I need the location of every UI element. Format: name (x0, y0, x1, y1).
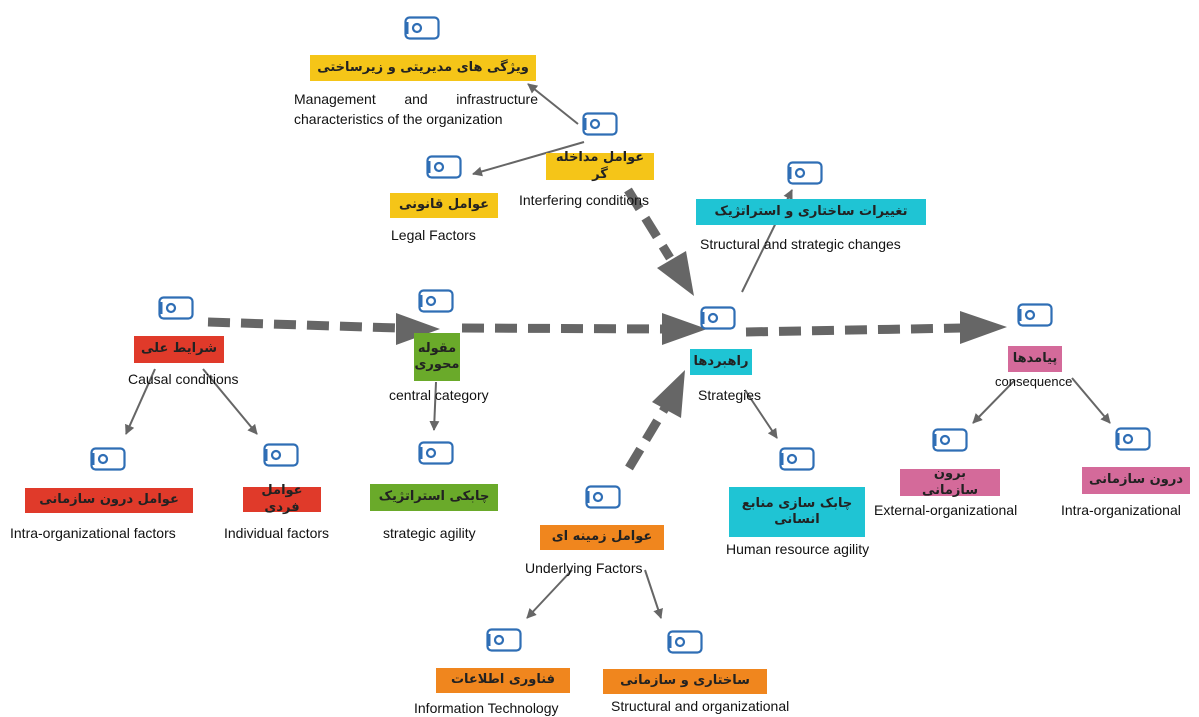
structural-org-english-label: Structural and organizational (611, 698, 790, 714)
underlying-english-label: Underlying Factors (525, 560, 643, 576)
structural-changes-persian-label[interactable]: تغییرات ساختاری و استراتژیک (696, 199, 926, 225)
management-english-line2: characteristics of the organization (294, 111, 503, 127)
node-memo-icon[interactable] (585, 485, 621, 509)
node-memo-icon[interactable] (700, 306, 736, 330)
edge-underlying-to-structural-org (644, 569, 663, 619)
node-memo-icon[interactable] (787, 161, 823, 185)
edge-causal-to-individual (202, 368, 258, 435)
edge-strategies-to-consequence (745, 323, 963, 337)
structural-org-persian-label[interactable]: ساختاری و سازمانی (603, 669, 767, 694)
individual-english-label: Individual factors (224, 525, 330, 541)
edge-underlying-to-it (526, 569, 573, 619)
node-memo-icon[interactable] (779, 447, 815, 471)
edge-central-to-strategies (461, 323, 665, 334)
management-english-line1: Management and infrastructure (294, 91, 538, 107)
intra-org-persian-label[interactable]: درون سازمانی (1082, 467, 1190, 494)
node-memo-icon[interactable] (418, 441, 454, 465)
central-persian-label[interactable]: مقوله محوری (414, 333, 460, 381)
node-memo-icon[interactable] (90, 447, 126, 471)
legal-persian-label[interactable]: عوامل قانونی (390, 193, 498, 218)
central-english-label: central category (389, 387, 489, 403)
it-persian-label[interactable]: فناوری اطلاعات (436, 668, 570, 693)
consequence-persian-label[interactable]: پیامدها (1008, 346, 1062, 372)
external-org-persian-label[interactable]: برون سازمانی (900, 466, 1000, 498)
individual-persian-label[interactable]: عوامل فردی (243, 483, 321, 515)
causal-persian-label[interactable]: شرایط علی (134, 336, 224, 363)
node-memo-icon[interactable] (667, 630, 703, 654)
edge-strategies-to-hr (744, 389, 778, 439)
strategies-persian-label[interactable]: راهبردها (690, 349, 752, 375)
hr-agility-persian-label[interactable]: چابک سازی منابع انسانی (729, 487, 865, 537)
node-memo-icon[interactable] (486, 628, 522, 652)
hr-agility-persian-line2: انسانی (774, 512, 820, 527)
edge-causal-to-intra (125, 368, 156, 435)
causal-english-label: Causal conditions (128, 371, 239, 387)
node-memo-icon[interactable] (582, 112, 618, 136)
edge-interfering-to-strategies-head (657, 251, 694, 296)
strategic-agility-persian-label[interactable]: چابکی استراتژیک (370, 484, 498, 511)
edge-strategies-to-consequence-head (960, 311, 1007, 344)
edge-interfering-to-legal (472, 141, 585, 177)
central-persian-line2: محوری (414, 357, 460, 372)
management-persian-label[interactable]: ویژگی های مدیریتی و زیرساختی (310, 55, 536, 81)
interfering-persian-label[interactable]: عوامل مداخله گر (546, 150, 654, 182)
strategic-agility-english-label: strategic agility (383, 525, 476, 541)
node-memo-icon[interactable] (404, 16, 440, 40)
intra-factors-english-label: Intra-organizational factors (10, 525, 176, 541)
structural-changes-english-label: Structural and strategic changes (700, 236, 901, 252)
edge-central-to-strategies-head (662, 313, 707, 345)
central-persian-line1: مقوله (417, 340, 457, 356)
edge-consequence-to-intra-org (1071, 377, 1111, 424)
interfering-english-label: Interfering conditions (519, 192, 649, 208)
it-english-label: Information Technology (414, 700, 559, 716)
node-memo-icon[interactable] (418, 289, 454, 313)
node-memo-icon[interactable] (932, 428, 968, 452)
external-org-english-label-visible: External-organizational (874, 502, 1018, 518)
hr-agility-english-label: Human resource agility (726, 541, 870, 557)
edge-central-to-agility (429, 381, 440, 431)
edge-underlying-to-strategies (625, 405, 669, 471)
node-memo-icon[interactable] (426, 155, 462, 179)
edge-underlying-to-strategies-head (652, 370, 685, 418)
consequence-english-label: consequence (995, 374, 1073, 389)
intra-factors-persian-label[interactable]: عوامل درون سازمانی (25, 488, 193, 513)
node-memo-icon[interactable] (1017, 303, 1053, 327)
edge-causal-to-central-head (396, 313, 440, 345)
legal-english-label: Legal Factors (391, 227, 476, 243)
node-memo-icon[interactable] (263, 443, 299, 467)
edge-interfering-to-management (527, 83, 579, 125)
edge-causal-to-central (207, 317, 399, 333)
underlying-persian-label[interactable]: عوامل زمینه ای (540, 525, 664, 550)
edge-consequence-to-external (972, 379, 1016, 424)
node-memo-icon[interactable] (158, 296, 194, 320)
edge-interfering-to-strategies (624, 187, 674, 261)
hr-agility-persian-line1: چابک سازی منابع (741, 495, 853, 511)
node-memo-icon[interactable] (1115, 427, 1151, 451)
strategies-english-label: Strategies (698, 387, 762, 403)
intra-org-english-label: Intra-organizational (1061, 502, 1181, 518)
